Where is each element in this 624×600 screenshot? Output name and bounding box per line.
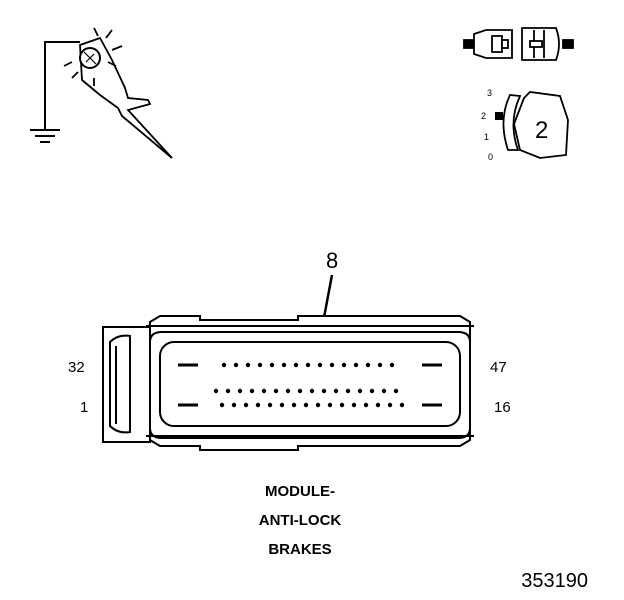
- pin-cavity: [273, 388, 279, 394]
- pin-cavity: [387, 402, 393, 408]
- pin-cavity: [279, 402, 285, 408]
- pin-cavity: [399, 402, 405, 408]
- pin-cavity: [269, 362, 275, 368]
- pin-cavity: [381, 388, 387, 394]
- pin-cavity: [255, 402, 261, 408]
- pin-cavity: [369, 388, 375, 394]
- pin-cavity: [281, 362, 287, 368]
- pin-cavity: [249, 388, 255, 394]
- pin-cavity: [389, 362, 395, 368]
- pin-cavity: [339, 402, 345, 408]
- pin-cavity: [345, 388, 351, 394]
- pin-cavity: [237, 388, 243, 394]
- pin-cavity: [333, 388, 339, 394]
- pin-label-bottom-right: 16: [494, 399, 511, 416]
- ignition-position-2: 2: [481, 111, 486, 121]
- pin-cavity: [353, 362, 359, 368]
- pin-cavity: [393, 388, 399, 394]
- pin-cavity: [315, 402, 321, 408]
- pin-cavity: [357, 388, 363, 394]
- pin-cavity: [341, 362, 347, 368]
- pin-cavity: [297, 388, 303, 394]
- pin-cavity: [285, 388, 291, 394]
- connector-pin-cavities: [213, 362, 405, 408]
- pin-cavity: [225, 388, 231, 394]
- pin-cavity: [321, 388, 327, 394]
- pin-cavity: [233, 362, 239, 368]
- pin-cavity: [221, 362, 227, 368]
- pin-cavity: [303, 402, 309, 408]
- pin-cavity: [213, 388, 219, 394]
- pin-cavity: [219, 402, 225, 408]
- pin-cavity: [327, 402, 333, 408]
- ignition-position-3: 3: [487, 88, 492, 98]
- pin-cavity: [365, 362, 371, 368]
- pin-label-top-right: 47: [490, 359, 507, 376]
- ignition-key-label: 2: [535, 117, 548, 144]
- connector-disconnect-icon: [463, 27, 574, 61]
- pin-cavity: [329, 362, 335, 368]
- ignition-position-0: 0: [488, 152, 493, 162]
- pin-cavity: [363, 402, 369, 408]
- pin-cavity: [305, 362, 311, 368]
- abs-module-connector: [102, 315, 474, 451]
- pin-cavity: [231, 402, 237, 408]
- test-probe-ground-icon: [30, 27, 173, 159]
- pin-cavity: [245, 362, 251, 368]
- pin-cavity: [267, 402, 273, 408]
- pin-callout-number: 8: [326, 248, 338, 273]
- pin-cavity: [375, 402, 381, 408]
- pin-cavity: [377, 362, 383, 368]
- pin-cavity: [261, 388, 267, 394]
- caption-line-2: ANTI-LOCK: [259, 512, 342, 529]
- pin-label-top-left: 32: [68, 359, 85, 376]
- ignition-switch-icon: 3 2 1 0 2: [481, 88, 569, 162]
- figure-id: 353190: [521, 570, 588, 592]
- pin-cavity: [317, 362, 323, 368]
- pin-cavity: [293, 362, 299, 368]
- pin-cavity: [257, 362, 263, 368]
- caption-line-1: MODULE-: [265, 483, 335, 500]
- pin-cavity: [351, 402, 357, 408]
- pin-label-bottom-left: 1: [80, 399, 88, 416]
- pin-cavity: [243, 402, 249, 408]
- caption-line-3: BRAKES: [268, 541, 331, 558]
- pin-cavity: [309, 388, 315, 394]
- ignition-position-1: 1: [484, 132, 489, 142]
- pin-cavity: [291, 402, 297, 408]
